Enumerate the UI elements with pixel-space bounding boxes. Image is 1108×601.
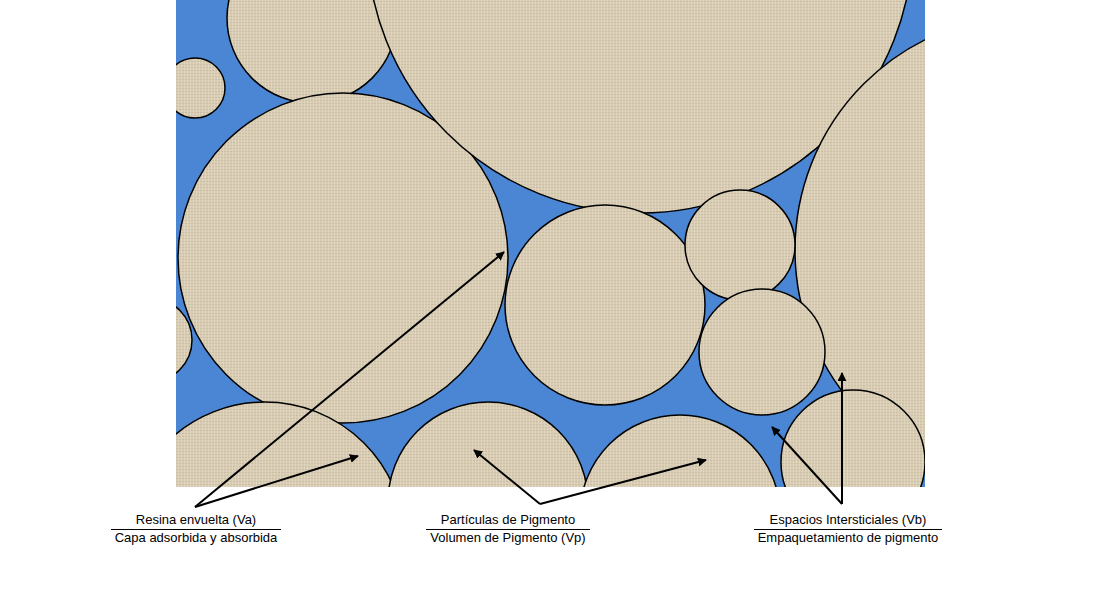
- pigment-particle: [227, 0, 397, 103]
- pigment-particle: [176, 58, 225, 118]
- component-label: Partículas de Pigmento: [426, 512, 589, 530]
- particle-field: [176, 0, 925, 487]
- pigment-particle: [176, 298, 192, 382]
- pigment-particle: [699, 289, 825, 415]
- pigment-particle: [580, 415, 780, 487]
- pigment-particle: [781, 390, 925, 487]
- component-sublabel: Capa adsorbida y absorbida: [111, 530, 282, 546]
- pigment-particle: [176, 402, 405, 487]
- component-sublabel: Volumen de Pigmento (Vp): [426, 530, 589, 546]
- pigment-particle: [505, 205, 705, 405]
- leader-arrow: [540, 460, 706, 504]
- component-label: Espacios Intersticiales (Vb): [754, 512, 943, 530]
- leader-arrow: [195, 456, 358, 507]
- leader-arrow: [474, 450, 540, 504]
- leader-arrow: [772, 427, 842, 504]
- component-sublabel: Empaquetamiento de pigmento: [754, 530, 943, 546]
- leader-arrow: [841, 373, 843, 504]
- pigment-particle: [685, 190, 795, 300]
- leader-arrow: [195, 252, 504, 507]
- component-label: Resina envuelta (Va): [111, 512, 282, 530]
- label-pair: Resina envuelta (Va)Capa adsorbida y abs…: [111, 512, 282, 546]
- leader-lines: [195, 252, 842, 507]
- label-pair: Espacios Intersticiales (Vb)Empaquetamie…: [754, 512, 943, 546]
- label-pair: Partículas de PigmentoVolumen de Pigment…: [426, 512, 589, 546]
- pigment-particle: [388, 402, 588, 487]
